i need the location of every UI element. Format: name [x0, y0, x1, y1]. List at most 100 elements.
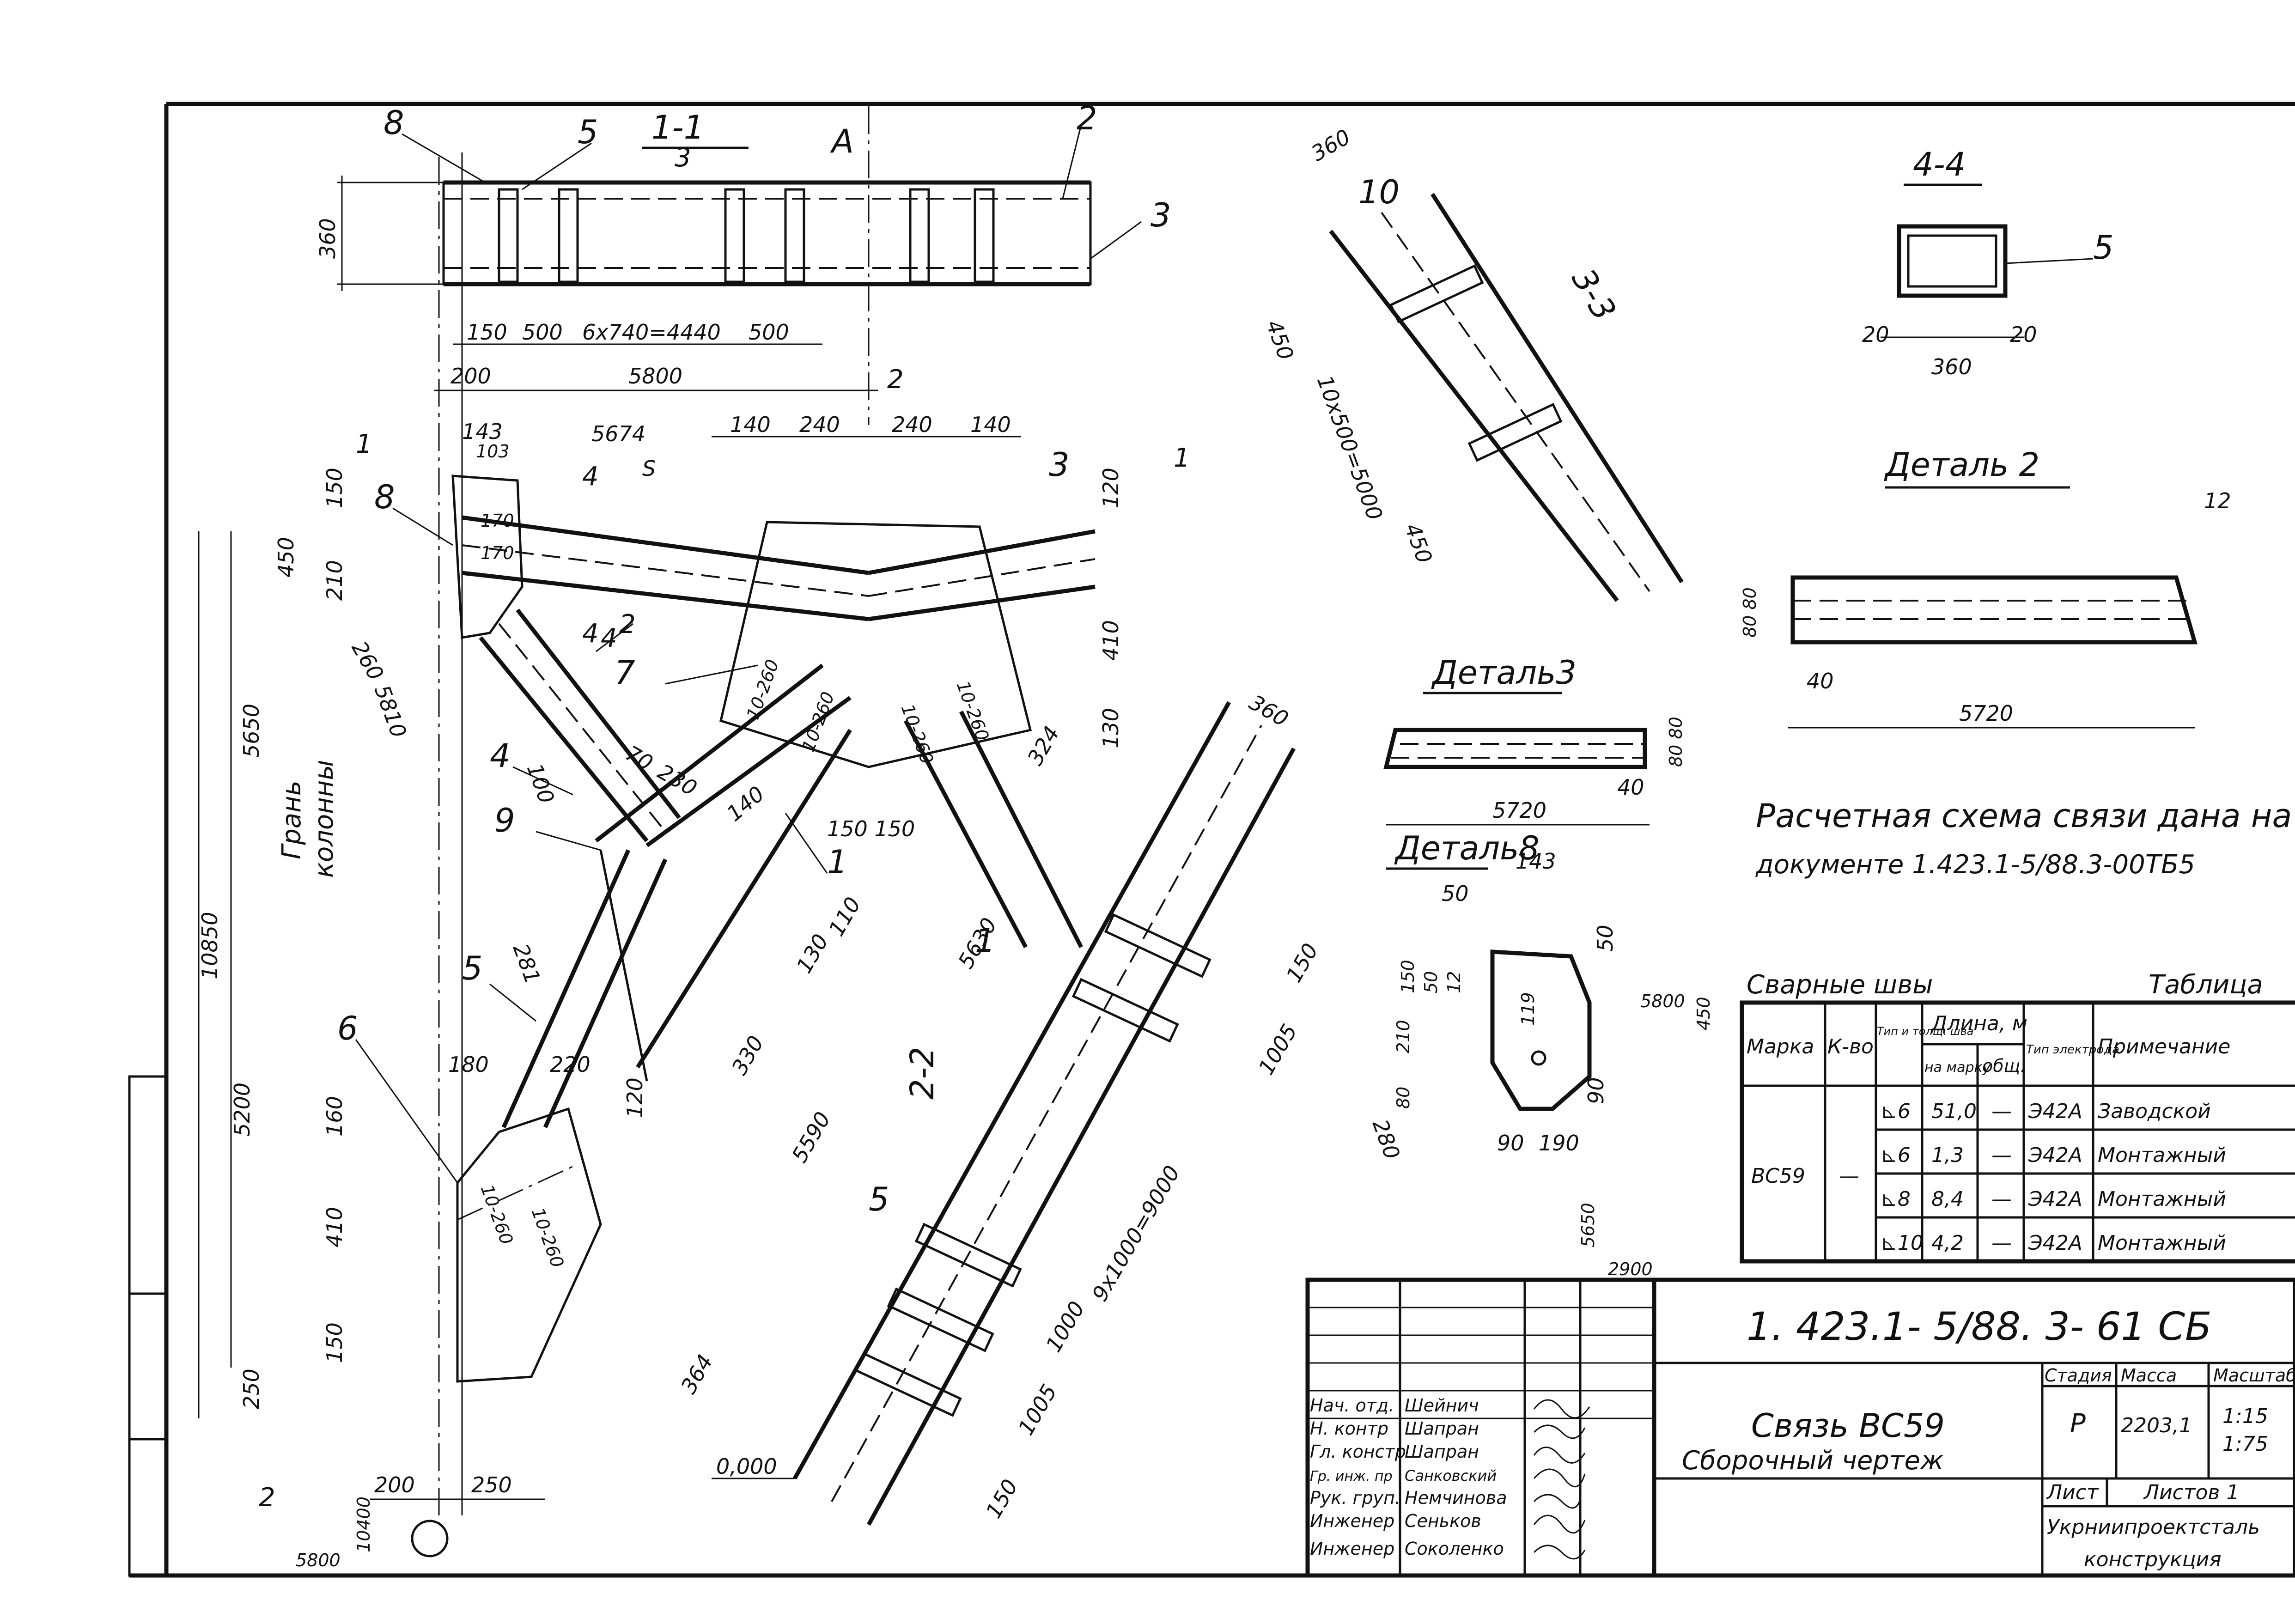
- th-length: Длина, м: [1930, 1012, 2027, 1035]
- dim-190: 190: [1539, 1131, 1579, 1156]
- org-line-1: Укрниипроектсталь: [2047, 1515, 2260, 1539]
- dim-12: 12: [2204, 488, 2231, 513]
- callout-3-right: 3: [1151, 196, 1171, 234]
- dim-150: 150: [467, 320, 507, 345]
- dim-5800c: 5800: [1640, 991, 1685, 1011]
- dim-360c: 360: [1931, 354, 1972, 379]
- callout-5-left: 5: [462, 949, 483, 987]
- note-line-2: документе 1.423.1-5/88.3-00ТБ5: [1755, 850, 2195, 880]
- weld-caption: Сварные швы: [1747, 970, 1933, 1000]
- dim-500: 500: [522, 320, 563, 345]
- dim-5650: 5650: [239, 704, 264, 758]
- dim-250b: 250: [471, 1472, 512, 1497]
- detail-8-view: Деталь8 50 143 50 150 210 50 12 119 5800…: [1368, 829, 1714, 1279]
- dim-140b: 140: [970, 412, 1011, 437]
- section-2-2-view: 2-2 360 9х1000=9000 1005 150 1000 1005 1…: [793, 690, 1323, 1526]
- dim-100: 100: [522, 760, 560, 807]
- weld-row3-total: —: [1991, 1187, 2012, 1211]
- mass-label: Масса: [2121, 1365, 2177, 1386]
- weld-row2-note: Монтажный: [2098, 1143, 2226, 1167]
- section-1-1-title: 1-1: [651, 109, 704, 146]
- callout-1-diag: 1: [975, 922, 996, 960]
- dim-150b: 150: [322, 1322, 347, 1363]
- dim-70: 70: [621, 741, 657, 776]
- weld-row4-note: Монтажный: [2098, 1231, 2226, 1255]
- dim-360b: 360: [1245, 690, 1293, 732]
- dim-50c: 50: [1421, 971, 1441, 993]
- drawing-title-2: Сборочный чертеж: [1682, 1446, 1943, 1476]
- dim-210: 210: [322, 560, 347, 601]
- note-block: Расчетная схема связи дана на документе …: [1755, 797, 2292, 880]
- callout-2-cut: 2: [259, 1483, 275, 1513]
- dim-90: 90: [1583, 1077, 1608, 1104]
- sig-name-4: Санковский: [1405, 1467, 1497, 1484]
- dim-103: 103: [476, 441, 510, 462]
- dim-280: 280: [1368, 1116, 1405, 1162]
- callout-5-s44: 5: [2093, 229, 2114, 267]
- section-4-4-title: 4-4: [1913, 146, 1966, 183]
- callout-1-cut-r: 1: [1174, 443, 1190, 473]
- dim-119: 119: [1518, 992, 1538, 1026]
- dim-450d: 450: [1693, 997, 1714, 1030]
- th-total: общ.: [1982, 1056, 2026, 1076]
- scale-value-2: 1:75: [2222, 1432, 2268, 1456]
- th-type: Тип и толщ. шва: [1877, 1025, 1973, 1038]
- drawing-code: 1. 423.1- 5/88. 3- 61 СБ: [1747, 1304, 2212, 1349]
- sig-name-6: Сеньков: [1405, 1511, 1481, 1531]
- drawing-frame: [128, 102, 2295, 1578]
- cut-label-s: S: [642, 456, 656, 481]
- dim-12b: 12: [1444, 971, 1464, 993]
- th-note: Примечание: [2098, 1035, 2230, 1058]
- column-axis: Грань колонны: [277, 152, 463, 1557]
- th-per-mark: на марку: [1924, 1059, 1991, 1076]
- dim-410b: 410: [322, 1207, 347, 1247]
- dim-5800: 5800: [628, 364, 682, 389]
- sig-role-4: Гр. инж. пр: [1310, 1468, 1393, 1484]
- axis-a-label: А: [830, 122, 854, 160]
- dim-6x740: 6х740=4440: [582, 320, 721, 345]
- sig-role-3: Гл. констр: [1310, 1442, 1406, 1462]
- weld-row3-type: ⊾8: [1881, 1187, 1911, 1211]
- dim-330: 330: [727, 1031, 769, 1079]
- dim-143b: 143: [1516, 849, 1556, 874]
- weld-row1-type: ⊾6: [1881, 1100, 1911, 1123]
- dim-80-80b: 80 80: [1666, 717, 1686, 767]
- dim-1005b: 1005: [1013, 1380, 1062, 1439]
- dim-10-260-f: 10-260: [528, 1205, 568, 1271]
- dim-170a: 170: [481, 511, 514, 531]
- dim-281: 281: [508, 940, 546, 987]
- callout-2-top: 2: [1077, 99, 1097, 137]
- dim-160: 160: [322, 1096, 347, 1137]
- mass-value: 2203,1: [2121, 1414, 2192, 1437]
- weld-qty: —: [1839, 1164, 1859, 1188]
- callout-4-cut: 4: [601, 623, 617, 653]
- dim-200: 200: [450, 364, 491, 389]
- dim-20: 20: [1862, 322, 1889, 347]
- dim-120b: 120: [622, 1077, 647, 1118]
- callout-8-left: 8: [374, 478, 395, 516]
- dim-1000: 1000: [1041, 1297, 1090, 1356]
- column-face-label-1: Грань: [277, 780, 307, 859]
- th-mark: Марка: [1747, 1035, 1814, 1058]
- dim-40: 40: [1807, 669, 1834, 693]
- dim-140: 140: [730, 412, 771, 437]
- scale-value-1: 1:15: [2222, 1405, 2268, 1428]
- dim-5590: 5590: [787, 1107, 835, 1167]
- dim-200b: 200: [374, 1472, 415, 1497]
- dim-150-left: 150: [322, 468, 347, 508]
- sheets-label: Листов 1: [2143, 1481, 2239, 1504]
- main-dimensions: 5650 10850 5200 450 150 210 260 5810 160…: [197, 412, 1123, 1570]
- dim-364: 364: [676, 1350, 718, 1398]
- dim-130b: 130: [791, 930, 834, 977]
- sig-name-5: Немчинова: [1405, 1488, 1507, 1508]
- dim-450: 450: [274, 537, 298, 578]
- callout-5-bottom: 5: [869, 1180, 889, 1218]
- callouts: 8 5 3 2 3 8 2 4 7 4 9 5 6 1 1 5 10 5 3 1…: [259, 99, 2114, 1513]
- dim-90b: 90: [1497, 1131, 1524, 1156]
- callout-10: 10: [1358, 173, 1400, 211]
- callout-2-cut-m: 2: [887, 365, 904, 395]
- callout-3-main: 3: [1049, 446, 1070, 484]
- dim-250: 250: [239, 1369, 264, 1409]
- dim-360-s33: 360: [1307, 124, 1355, 166]
- dim-10400: 10400: [353, 1496, 374, 1552]
